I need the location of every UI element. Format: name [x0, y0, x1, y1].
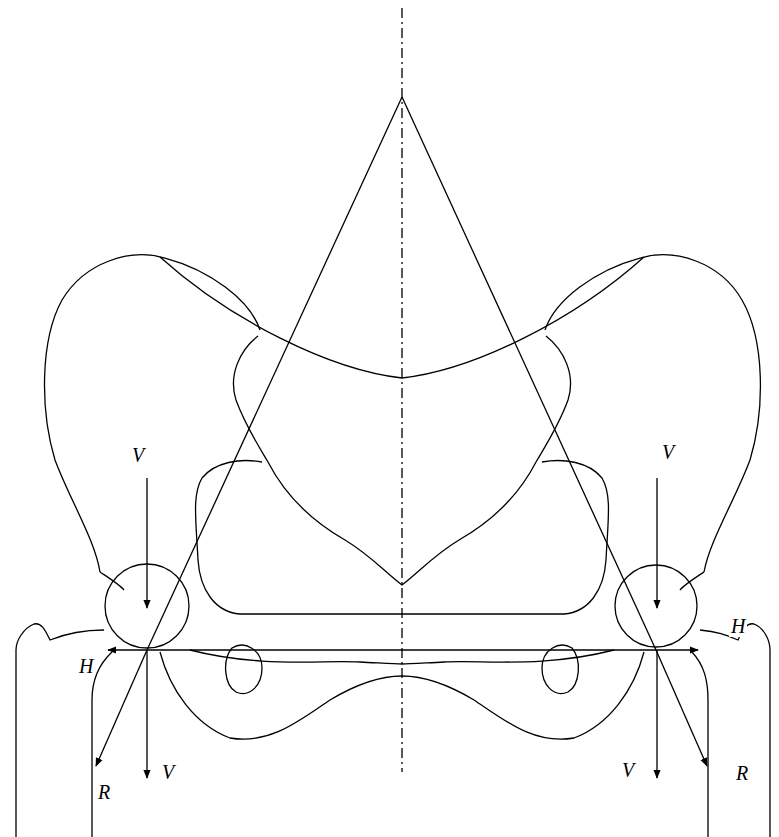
- force-label: H: [77, 655, 95, 677]
- force-arrow: [656, 650, 657, 778]
- crest-arc: [160, 257, 644, 378]
- right-femur-inner: [692, 652, 708, 837]
- right-obturator: [542, 645, 578, 693]
- left-femur-inner: [92, 652, 112, 837]
- force-label: V: [130, 444, 146, 466]
- left-hip-rim: [100, 572, 124, 590]
- force-label: V: [620, 759, 636, 781]
- pelvic-inlet: [196, 461, 609, 614]
- left-femur-outer: [16, 624, 104, 837]
- center-line: [401, 8, 402, 772]
- force-label: H: [729, 615, 747, 637]
- pubic-rim: [190, 650, 614, 664]
- force-label: V: [660, 441, 676, 463]
- left-obturator: [226, 645, 262, 693]
- sacrum: [233, 336, 570, 585]
- force-label: R: [96, 781, 112, 803]
- force-arrow: [96, 650, 147, 766]
- left-ilium: [45, 255, 260, 572]
- force-label: V: [160, 761, 176, 783]
- force-arrow: [656, 478, 657, 608]
- force-arrow: [108, 649, 698, 650]
- force-line: [402, 97, 656, 650]
- force-arrow: [146, 650, 147, 778]
- force-arrow: [146, 478, 147, 608]
- pubis-outline: [160, 652, 644, 739]
- force-label: R: [734, 762, 750, 784]
- force-arrow: [656, 650, 707, 766]
- force-line: [147, 97, 402, 650]
- right-ilium: [545, 255, 760, 572]
- right-femur-outer: [700, 624, 770, 837]
- right-femoral-head: [615, 565, 697, 647]
